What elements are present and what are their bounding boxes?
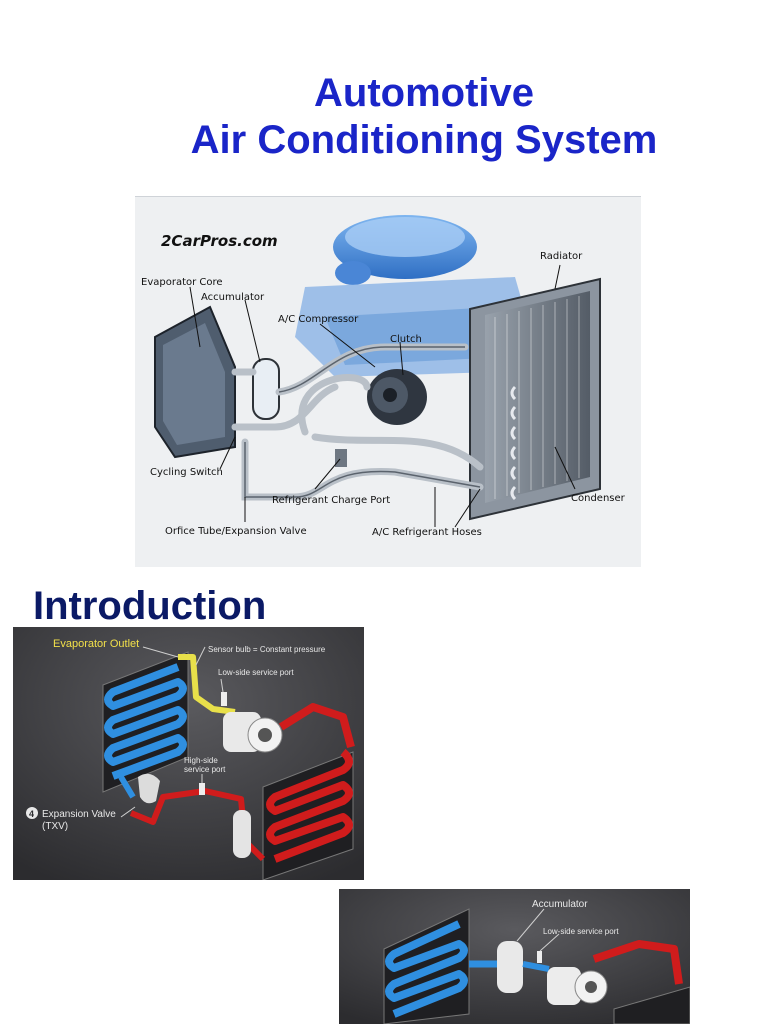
engine-diagram-svg: 2CarPros.com Evaporator Core Accumulator… [141, 215, 626, 538]
label-condenser: Condenser [571, 493, 626, 504]
label-ac-refrigerant-hoses: A/C Refrigerant Hoses [372, 527, 482, 538]
accumulator-canister [497, 941, 523, 993]
title-line-2: Air Conditioning System [190, 118, 658, 162]
label-clutch: Clutch [390, 334, 422, 345]
label-sensor-bulb: Sensor bulb = Constant pressure [208, 645, 326, 654]
suction-line [178, 654, 236, 715]
discharge-line [592, 940, 683, 985]
label-accumulator: Accumulator [532, 899, 588, 910]
evaporator-cold-line [104, 663, 187, 780]
label-refrigerant-charge-port: Refrigerant Charge Port [272, 495, 390, 506]
ac-system-engine-diagram: 2CarPros.com Evaporator Core Accumulator… [135, 196, 641, 567]
condenser-hot-line [266, 748, 353, 863]
txv-system-diagram: Evaporator Outlet Sensor bulb = Constant… [13, 627, 364, 880]
label-low-side-port: Low-side service port [543, 927, 619, 936]
evaporator-cold-line [385, 920, 468, 1018]
label-expansion-valve-1: Expansion Valve [42, 809, 116, 820]
accumulator-canister [252, 358, 280, 420]
discharge-line [278, 703, 355, 749]
step-number-badge [26, 807, 38, 819]
label-high-side-1: High-side [184, 756, 218, 765]
label-radiator: Radiator [540, 251, 583, 262]
label-cycling-switch: Cycling Switch [150, 467, 223, 478]
label-accumulator: Accumulator [201, 292, 265, 303]
receiver-drier [233, 810, 251, 858]
title-line-1: Automotive [314, 71, 534, 115]
accumulator-system-diagram: Accumulator Low-side service port [339, 889, 690, 1024]
label-high-side-2: service port [184, 765, 226, 774]
accumulator-diagram-svg: Accumulator Low-side service port [339, 889, 690, 1024]
label-evaporator-outlet: Evaporator Outlet [53, 638, 139, 650]
txv-diagram-svg: Evaporator Outlet Sensor bulb = Constant… [13, 627, 364, 880]
step-number: 4 [29, 809, 34, 819]
condenser-coils [510, 385, 517, 501]
label-low-side-port: Low-side service port [218, 668, 294, 677]
label-evaporator-core: Evaporator Core [141, 277, 223, 288]
label-expansion-valve-2: (TXV) [42, 821, 68, 832]
expansion-valve-shape [138, 773, 160, 804]
label-orifice-tube: Orfice Tube/Expansion Valve [165, 526, 307, 537]
watermark-label: 2CarPros.com [161, 232, 278, 250]
compressor-body [547, 967, 581, 1005]
label-ac-compressor: A/C Compressor [278, 314, 359, 325]
section-heading: Introduction [33, 584, 267, 628]
slide-title: Automotive Air Conditioning System [0, 70, 768, 164]
